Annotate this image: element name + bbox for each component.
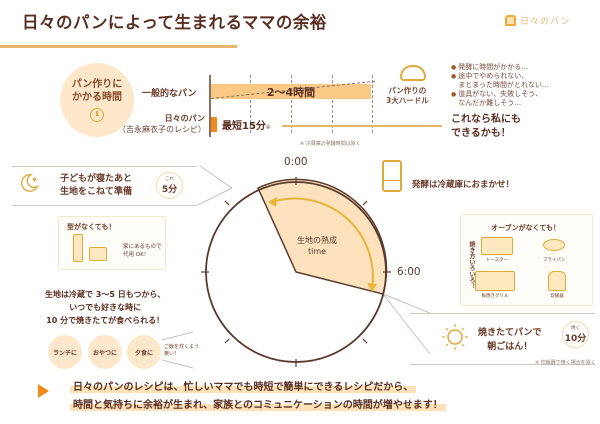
moon-callout	[12, 166, 197, 206]
fish-grill-icon	[475, 271, 515, 291]
house-icon	[505, 15, 516, 26]
moon-icon	[20, 174, 39, 192]
clock-diagram	[197, 165, 430, 367]
time-circle: パン作りに かかる時間	[60, 63, 134, 137]
frying-pan: フライパン	[543, 239, 566, 263]
hibi-bread-value: 最短15分※	[222, 121, 271, 132]
page-title: 日々のパンによって生まれるママの余裕	[22, 13, 327, 32]
meal-note: ご飯を炊くよう 楽い！	[164, 344, 200, 357]
hurdle-list: ●発酵に時間がかかる… ●途中でやめられない、 まとまった時間がとれない… ●道…	[451, 63, 549, 108]
oven-card-side: 焼き方いろいろ！	[468, 241, 475, 289]
bottle-icon	[73, 234, 83, 262]
five-min-badge: これ 5分	[156, 172, 183, 199]
fridge-text: 発酵は冷蔵庫におまかせ！	[412, 180, 515, 190]
sun-note: ※ 炊飯器で焼く場合を除く	[535, 360, 596, 366]
oven-card: オーブンがなくても！ 焼き方いろいろ！ トースター フライパン 魚焼きグリル 炊…	[460, 214, 593, 306]
general-bread-label: 一般的なパン	[142, 89, 197, 99]
meal-dinner: 夕食に	[127, 335, 161, 369]
rice-cooker: 炊飯器	[548, 271, 566, 299]
container-icon	[89, 247, 107, 261]
clock-icon	[90, 108, 104, 122]
segment-label: 生地の熟成 time	[297, 236, 337, 256]
chart-axis	[209, 75, 211, 137]
hibi-bread-sublabel: （吉永麻衣子のレシピ）	[118, 125, 206, 134]
rice-cooker-icon	[548, 271, 566, 291]
bread-icon	[400, 65, 426, 81]
ten-min-badge: 焼く 10分	[562, 321, 589, 348]
grid-line	[291, 75, 292, 133]
dough-keep-text: 生地は冷蔵で 3〜5 日もつから、 いつでも好きな時に 10 分で焼きたてが食べ…	[45, 290, 166, 325]
brand-text: 日々のパン	[520, 17, 571, 27]
hurdle-item: ●道具がない、失敗しそう、 なんだか難しそう…	[451, 90, 543, 107]
meal-snack: おやつに	[88, 335, 122, 369]
grid-line	[332, 75, 333, 133]
clock-label-0: 0:00	[284, 156, 308, 168]
sun-icon	[442, 324, 468, 350]
meal-note-lines	[161, 331, 194, 369]
hurdle-item: ●途中でやめられない、 まとまった時間がとれない…	[451, 72, 549, 89]
grid-line	[250, 75, 251, 133]
footer-line-2: 時間と気持ちに余裕が生まれ、家族とのコミュニケーションの時間が増やせます！	[70, 396, 446, 411]
hurdle-item: ●発酵に時間がかかる…	[451, 63, 529, 71]
moon-text: 子どもが寝たあと 生地をこねて準備	[60, 174, 133, 197]
sun-text: 焼きたてパンで 朝ごはん！	[478, 328, 542, 352]
title-underline	[0, 45, 237, 48]
mold-card-body: 家にあるもので 代用 OK！	[123, 244, 162, 258]
mold-card: 型がなくても！ 家にあるもので 代用 OK！	[58, 216, 166, 270]
general-bread-value: 2〜4時間	[266, 85, 316, 99]
frying-pan-icon	[543, 239, 566, 251]
hurdle-title: パン作りの 3大ハードル	[386, 86, 429, 105]
toaster: トースター	[481, 237, 513, 263]
footer-line-1: 日々のパンのレシピは、忙しいママでも時短で簡単にできるレシピだから、	[70, 378, 417, 393]
fridge-time-note: ※ 冷蔵庫の発酵時間は除く	[300, 141, 361, 147]
meal-lunch: ランチに	[48, 335, 82, 369]
hibi-bread-label: 日々のパン	[164, 114, 205, 123]
sun-callout	[410, 313, 595, 365]
grid-line	[372, 75, 373, 133]
fish-grill: 魚焼きグリル	[475, 271, 515, 299]
clock-label-6: 6:00	[397, 266, 421, 278]
fridge-icon	[382, 160, 402, 192]
hibi-bread-bar	[211, 117, 217, 132]
general-bread-bar: 2〜4時間	[211, 84, 371, 99]
conclusion-text: これなら私にも できるかも！	[451, 114, 521, 139]
play-icon	[38, 384, 49, 398]
toaster-icon	[481, 237, 513, 255]
time-circle-label: パン作りに かかる時間	[71, 79, 123, 103]
brand-logo: 日々のパン	[505, 14, 570, 27]
mold-card-head: 型がなくても！	[67, 223, 116, 231]
oven-card-head: オーブンがなくても！	[491, 224, 561, 232]
arrow-to-conclusion	[282, 125, 442, 127]
